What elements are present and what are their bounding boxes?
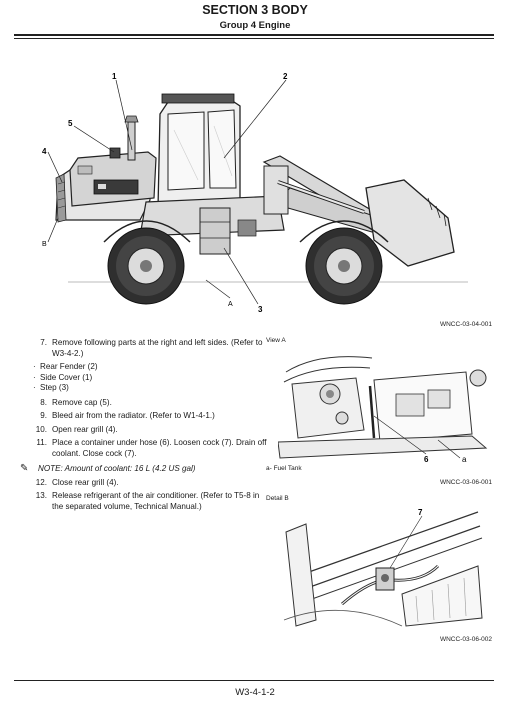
group-title: Group 4 Engine [219,20,291,31]
parts-list: ·Rear Fender (2) ·Side Cover (1) ·Step (… [32,362,272,394]
callout-5: 5 [68,119,73,128]
pencil-icon: ✎ [20,463,29,474]
callout-4: 4 [42,147,47,156]
main-figure-code: WNCC-03-04-001 [439,321,492,328]
callout-1: 1 [112,72,117,81]
wheel-loader-illustration: 1 2 3 4 5 A B [42,72,468,314]
callout-7: 7 [418,508,423,517]
view-a-title: View A [266,337,286,344]
procedure-steps: 7.Remove following parts at the right an… [20,338,272,512]
callout-2: 2 [283,72,288,81]
list-item: ·Step (3) [33,383,69,392]
section-title: SECTION 3 BODY [202,3,308,17]
header-rule [14,34,494,36]
callout-6: 6 [424,455,429,462]
callout-a: A [228,301,233,308]
step-10: 10.Open rear grill (4). [35,424,118,434]
header-rule-thin [14,38,494,39]
list-item: ·Side Cover (1) [33,372,93,382]
view-a-figure-code: WNCC-03-06-001 [439,479,492,486]
step-12: 12.Close rear grill (4). [35,477,119,487]
callout-a-view: a [462,455,467,462]
list-item: ·Rear Fender (2) [33,362,98,371]
callout-b: B [42,241,47,248]
step-9: 9.Bleed air from the radiator. (Refer to… [40,411,215,420]
detail-b-figure-code: WNCC-03-06-002 [439,636,492,643]
step-8: 8.Remove cap (5). [40,397,112,407]
step-11: 11.Place a container under hose (6). Loo… [36,438,267,458]
page-number: W3-4-1-2 [235,687,275,698]
view-a-legend: a- Fuel Tank [266,465,302,472]
step-13: 13.Release refrigerant of the air condit… [35,491,260,511]
detail-b-illustration: 7 [283,508,483,627]
view-a-illustration: 6 a [278,356,488,462]
coolant-note: ✎NOTE: Amount of coolant: 16 L (4.2 US g… [20,463,196,474]
callout-3: 3 [258,305,263,314]
step-7: 7.Remove following parts at the right an… [40,338,263,358]
footer-rule [14,680,494,681]
detail-b-title: Detail B [266,495,289,502]
